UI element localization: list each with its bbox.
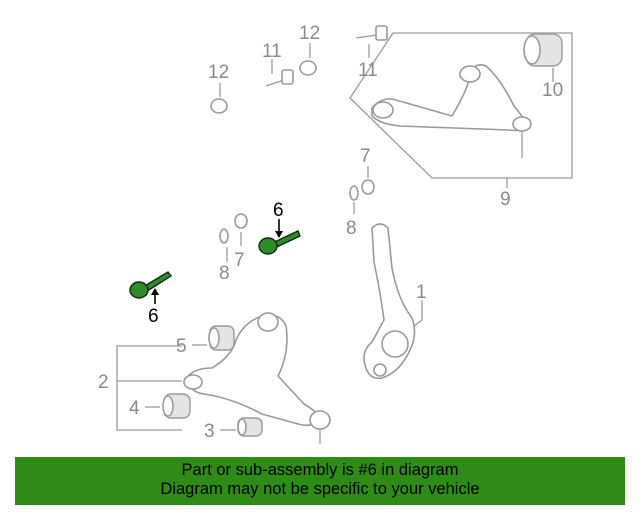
- callout-6b-arrowhead: [275, 231, 283, 238]
- callout-8a[interactable]: 8: [219, 263, 230, 284]
- callout-11b[interactable]: 11: [358, 60, 378, 81]
- footer-banner: Part or sub-assembly is #6 in diagram Di…: [15, 457, 625, 505]
- cam-bolt-6-upper[interactable]: [258, 237, 278, 255]
- callout-5[interactable]: 5: [176, 336, 187, 357]
- callout-7b[interactable]: 7: [360, 146, 371, 167]
- lower-control-arm[interactable]: [187, 314, 321, 427]
- callout-1[interactable]: 1: [416, 282, 427, 303]
- parts-diagram: 9 10 11 11 12 12 7 8: [98, 23, 573, 444]
- footer-line-2: Diagram may not be specific to your vehi…: [160, 480, 480, 498]
- nut-12b[interactable]: [299, 60, 317, 76]
- callout-2-bracket: [116, 345, 182, 431]
- callout-2[interactable]: 2: [98, 372, 109, 393]
- upper-bolt-11a-head[interactable]: [281, 69, 294, 85]
- callout-6b[interactable]: 6: [273, 200, 284, 221]
- lower-arm-bushing-rear-face: [208, 327, 220, 349]
- lower-control-arm-group[interactable]: 2: [98, 312, 331, 444]
- callout-3[interactable]: 3: [204, 421, 215, 442]
- part-10-group[interactable]: 10: [523, 33, 563, 101]
- part-3-group[interactable]: 3: [204, 417, 263, 442]
- callout-1-leader: [413, 300, 423, 327]
- callout-6a-arrowhead: [151, 288, 159, 295]
- upper-arm-box-outline: [349, 32, 573, 179]
- upper-ball-joint: [512, 116, 532, 132]
- lower-arm-bushing-small-face: [237, 418, 247, 436]
- callout-12b[interactable]: 12: [299, 23, 320, 44]
- part-1-group[interactable]: 1: [363, 223, 427, 380]
- callout-8b[interactable]: 8: [346, 218, 357, 239]
- washer-7-upper[interactable]: [361, 179, 375, 195]
- callout-7a[interactable]: 7: [234, 250, 245, 271]
- part-12-group[interactable]: 12 12: [208, 23, 320, 114]
- part-5-group[interactable]: 5: [176, 325, 235, 357]
- upper-control-arm-group[interactable]: 9: [349, 32, 573, 210]
- upper-arm-bushing-face: [523, 35, 541, 65]
- upper-control-arm[interactable]: [371, 64, 529, 132]
- nut-12a[interactable]: [210, 98, 228, 114]
- cam-bolt-6-lower[interactable]: [129, 281, 149, 299]
- callout-9[interactable]: 9: [500, 189, 511, 210]
- callout-4[interactable]: 4: [129, 398, 140, 419]
- upper-arm-bushing-front: [372, 101, 394, 119]
- lower-ball-joint: [309, 410, 331, 430]
- part-4-group[interactable]: 4: [129, 393, 191, 419]
- washer-7-lower[interactable]: [234, 213, 248, 229]
- callout-12a[interactable]: 12: [208, 62, 229, 83]
- knuckle-lower-mount: [373, 363, 387, 377]
- callout-6a[interactable]: 6: [148, 306, 159, 327]
- knuckle-hub-bore: [381, 330, 409, 358]
- upper-arm-bushing-rear: [459, 65, 481, 83]
- upper-bolt-11b-head[interactable]: [375, 25, 388, 41]
- footer-line-1: Part or sub-assembly is #6 in diagram: [181, 461, 459, 479]
- lower-arm-front-eye: [183, 374, 203, 390]
- lower-arm-bushing-front-face: [162, 395, 174, 417]
- shim-8-lower[interactable]: [219, 228, 229, 244]
- callout-11a[interactable]: 11: [262, 41, 282, 62]
- lower-arm-rear-eye: [257, 312, 279, 332]
- part-7-8-upper-group[interactable]: 7 8: [346, 146, 375, 239]
- callout-10[interactable]: 10: [542, 80, 563, 101]
- shim-8-upper[interactable]: [349, 185, 359, 201]
- part-6-group[interactable]: 6 6: [129, 200, 301, 327]
- part-11-group[interactable]: 11 11: [262, 25, 388, 87]
- part-7-8-lower-group[interactable]: 7 8: [219, 213, 248, 284]
